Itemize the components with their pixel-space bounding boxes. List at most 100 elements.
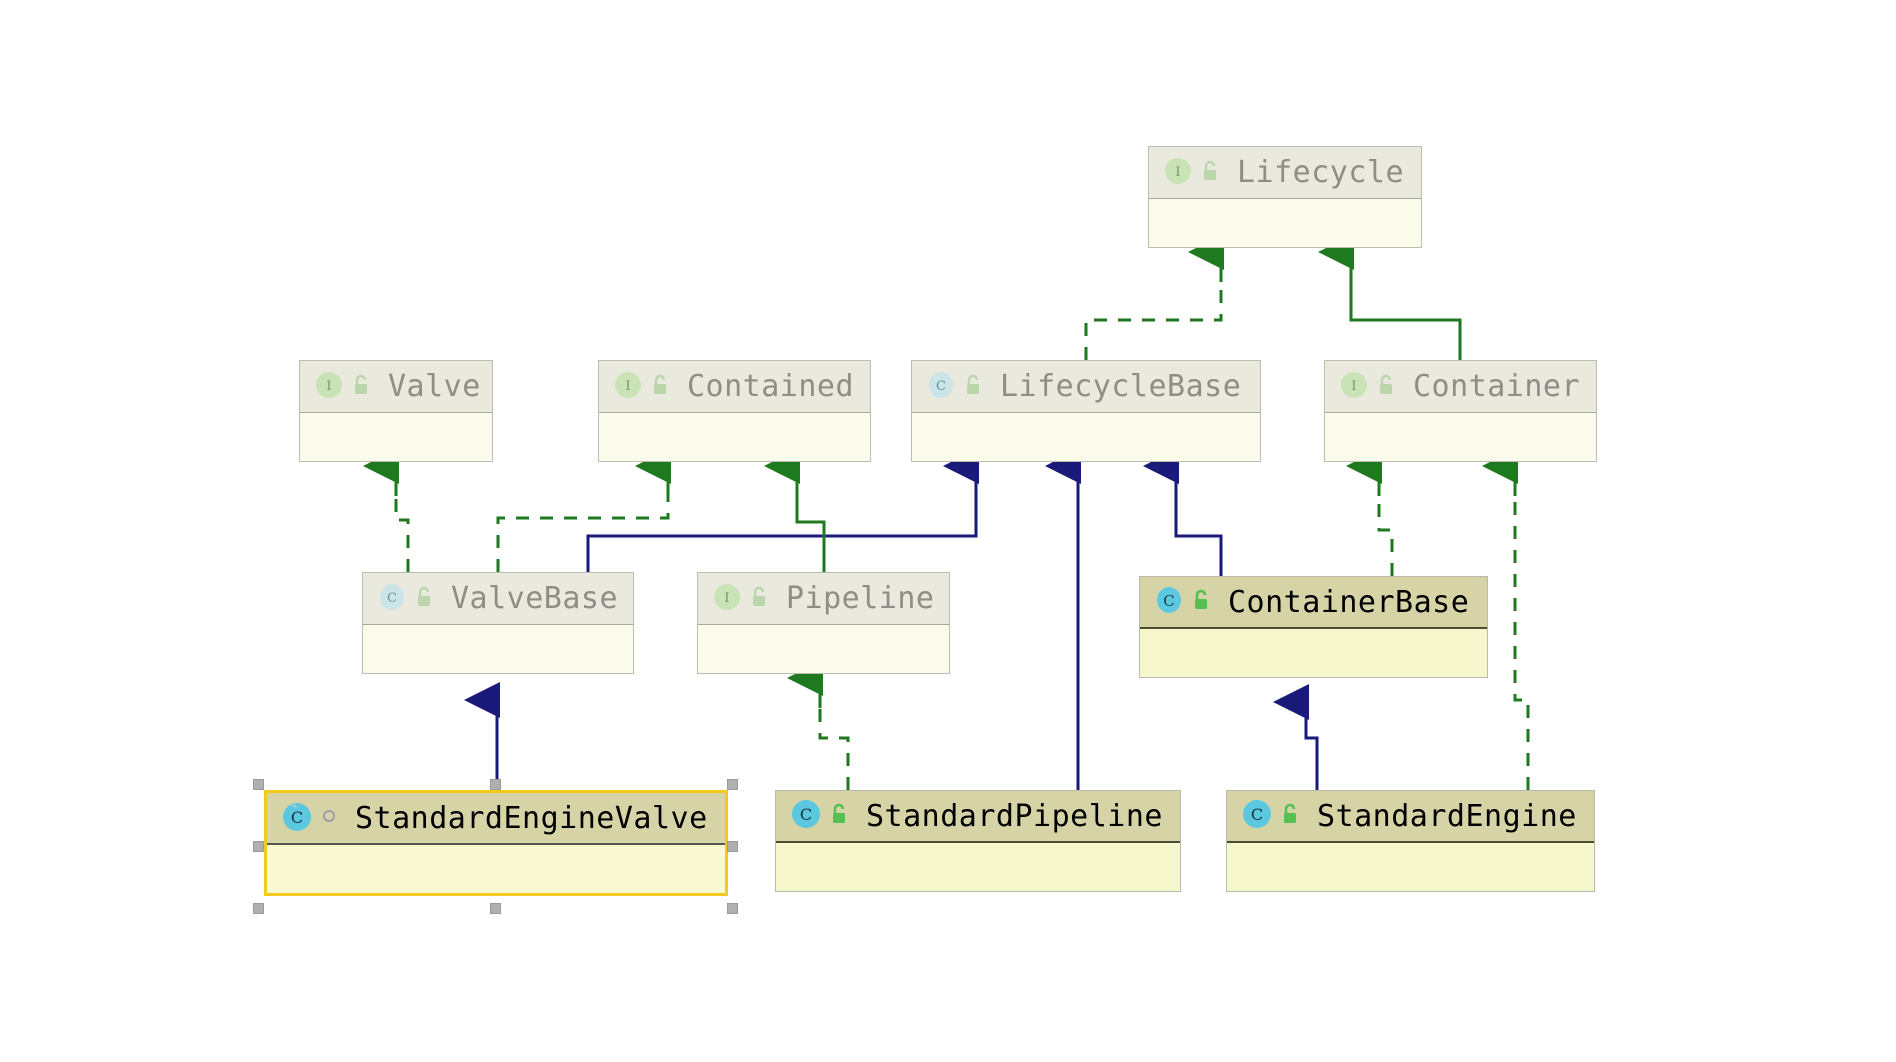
selection-handle-e[interactable] [727, 841, 738, 852]
svg-text:C: C [291, 808, 303, 827]
unlock-icon [649, 373, 671, 401]
node-icons: I [1339, 370, 1397, 404]
class-icon: C [1241, 798, 1273, 834]
node-icons: C [790, 798, 850, 834]
class-node-header: C StandardEngineValve [267, 793, 725, 845]
interface-icon: I [613, 370, 643, 404]
class-node-header: C LifecycleBase [912, 361, 1260, 413]
selection-handle-se[interactable] [727, 903, 738, 914]
svg-text:I: I [625, 379, 630, 394]
class-node-valvebase[interactable]: C ValveBase [362, 572, 634, 674]
selection-handle-s[interactable] [490, 903, 501, 914]
class-members-compartment [1140, 629, 1487, 677]
class-node-contained[interactable]: I Contained [598, 360, 871, 462]
class-members-compartment [599, 413, 870, 461]
svg-text:C: C [936, 379, 946, 394]
node-icons: I [1163, 156, 1221, 190]
edge-valvebase-extends-lifecyclebase [586, 448, 979, 572]
edge-valvebase-implements-valve [363, 448, 410, 572]
unlock-icon [350, 373, 372, 401]
class-name-label: StandardEngine [1317, 798, 1577, 834]
class-icon: C [281, 800, 313, 836]
node-icons: C [1154, 585, 1212, 619]
class-node-header: C StandardEngine [1227, 791, 1594, 843]
edge-lifecyclebase-implements-lifecycle [1084, 234, 1224, 360]
class-members-compartment [300, 413, 492, 461]
class-name-label: Container [1413, 369, 1581, 404]
svg-text:I: I [724, 591, 729, 606]
edge-containerbase-implements-container [1346, 448, 1394, 576]
lock-open-filled-icon [828, 802, 850, 830]
edge-pipeline-extends-contained [764, 448, 826, 572]
class-members-compartment [912, 413, 1260, 461]
class-node-pipeline[interactable]: I Pipeline [697, 572, 950, 674]
selection-handle-nw[interactable] [253, 779, 264, 790]
class-members-compartment [363, 625, 633, 673]
class-name-label: ContainerBase [1228, 584, 1470, 620]
lock-open-filled-icon [1190, 588, 1212, 616]
class-members-compartment [776, 843, 1180, 891]
abstract-class-icon: C [377, 582, 407, 616]
svg-text:C: C [387, 591, 397, 606]
class-name-label: ValveBase [451, 581, 619, 616]
class-name-label: StandardEngineValve [355, 800, 708, 836]
node-icons: I [314, 370, 372, 404]
selection-handle-w[interactable] [253, 841, 264, 852]
interface-icon: I [314, 370, 344, 404]
class-members-compartment [1227, 843, 1594, 891]
edge-standardengine-extends-containerbase [1273, 684, 1319, 790]
node-icons: I [613, 370, 671, 404]
node-icons: C [926, 370, 984, 404]
svg-text:C: C [1163, 592, 1174, 610]
class-node-header: I Contained [599, 361, 870, 413]
package-private-icon [319, 806, 339, 830]
class-members-compartment [267, 845, 725, 893]
class-members-compartment [1149, 199, 1421, 247]
class-node-header: I Container [1325, 361, 1596, 413]
node-icons: I [712, 582, 770, 616]
unlock-icon [413, 585, 435, 613]
class-node-standardengine[interactable]: C StandardEngine [1226, 790, 1595, 892]
class-node-valve[interactable]: I Valve [299, 360, 493, 462]
class-node-standardenginevalve[interactable]: C StandardEngineValve [264, 790, 728, 896]
interface-icon: I [712, 582, 742, 616]
unlock-icon [1375, 373, 1397, 401]
class-node-header: C ContainerBase [1140, 577, 1487, 629]
unlock-icon [962, 373, 984, 401]
class-name-label: Pipeline [786, 581, 935, 616]
edge-standardpipeline-implements-pipeline [787, 660, 850, 790]
svg-text:I: I [326, 379, 331, 394]
class-node-header: I Pipeline [698, 573, 949, 625]
class-node-container[interactable]: I Container [1324, 360, 1597, 462]
unlock-icon [748, 585, 770, 613]
svg-text:I: I [1351, 379, 1356, 394]
class-node-header: I Valve [300, 361, 492, 413]
edge-standardengine-implements-container [1482, 448, 1530, 790]
selection-handle-sw[interactable] [253, 903, 264, 914]
node-icons: C [281, 800, 339, 836]
class-node-header: C ValveBase [363, 573, 633, 625]
class-name-label: StandardPipeline [866, 798, 1163, 834]
class-name-label: LifecycleBase [1000, 369, 1242, 404]
node-icons: C [1241, 798, 1301, 834]
class-node-lifecycle[interactable]: I Lifecycle [1148, 146, 1422, 248]
edge-container-extends-lifecycle [1318, 234, 1462, 360]
selection-handle-n[interactable] [490, 779, 501, 790]
class-name-label: Valve [388, 369, 481, 404]
class-icon: C [790, 798, 822, 834]
interface-icon: I [1339, 370, 1369, 404]
class-node-lifecyclebase[interactable]: C LifecycleBase [911, 360, 1261, 462]
svg-text:I: I [1175, 165, 1180, 180]
node-icons: C [377, 582, 435, 616]
abstract-class-icon: C [926, 370, 956, 404]
class-name-label: Lifecycle [1237, 155, 1405, 190]
svg-text:C: C [1251, 805, 1263, 824]
class-node-containerbase[interactable]: C ContainerBase [1139, 576, 1488, 678]
svg-text:C: C [800, 805, 812, 824]
selection-handle-ne[interactable] [727, 779, 738, 790]
class-members-compartment [698, 625, 949, 673]
class-node-standardpipeline[interactable]: C StandardPipeline [775, 790, 1181, 892]
class-node-header: I Lifecycle [1149, 147, 1421, 199]
